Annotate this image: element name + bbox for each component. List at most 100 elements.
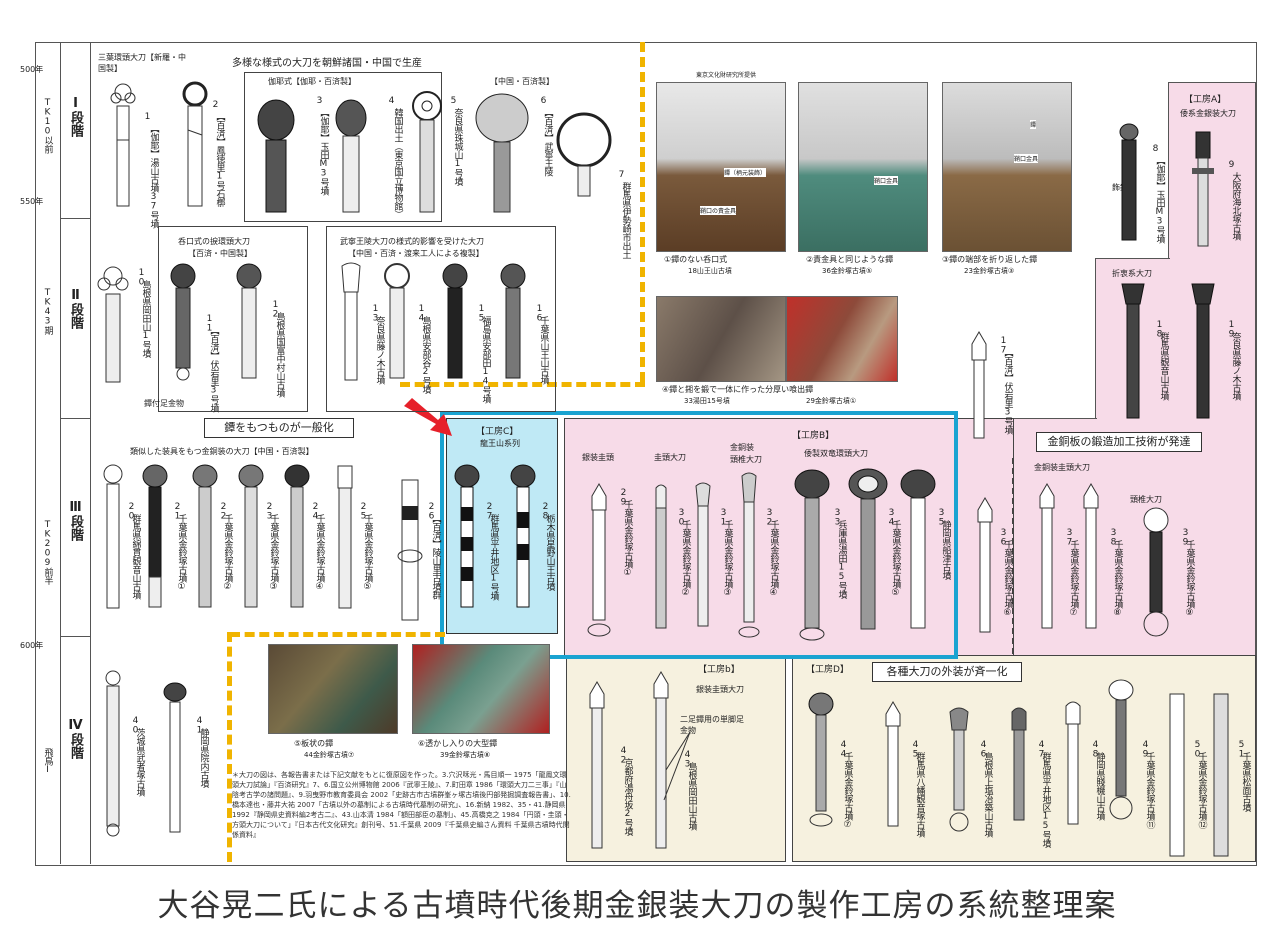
item-4-text: 韓国出土（東京国立博物館） [392,108,403,219]
item-28-num: 28 [540,502,551,521]
item-18-text: 群馬県観音山古墳 [1158,332,1169,400]
item-44-num: 44 [838,740,849,759]
item-32-num: 32 [764,508,775,527]
sword-drawing-28 [510,464,536,608]
item-21-num: 21 [172,502,183,521]
item-22-num: 22 [218,502,229,521]
item-47-text: 群馬県平井地区15号墳 [1040,752,1051,848]
photo-caption-6-sub: 44金鈴塚古墳⑦ [304,751,355,759]
stage-divider-1 [60,218,90,219]
photo-label-3: 鞘口金具 [874,176,899,185]
item-37-text: 千葉県金鈴塚古墳⑦ [1068,540,1079,618]
item-20-text: 群馬県綿貫観音山古墳 [130,514,141,599]
workshop-c-sub: 龍王山系列 [480,439,520,448]
item-17-num: 17 [998,336,1009,355]
workshop-d-banner: 各種大刀の外装が斉一化 [872,662,1022,682]
year-600: 600年 [20,641,44,650]
right-label-2: 頭椎大刀 [1130,495,1162,504]
item-15-text: 福島県安部田14号墳 [480,316,491,403]
item-50-num: 50 [1192,740,1203,759]
sword-drawing-19 [1191,283,1215,419]
item-5-num: 5 [448,96,459,106]
stage2-box2-sub: 【中国・百済・渡来工人による複製】 [348,249,484,258]
item-13-num: 13 [370,304,381,323]
item-41-num: 41 [194,716,205,735]
red-arrow-icon [404,398,452,436]
stage-4-label: Ⅳ段階 [68,718,83,759]
stage1-sub2: 伽耶式【伽耶・百済製】 [268,77,356,86]
workshop-b-title: 【工房B】 [792,431,835,441]
sword-drawing-35 [900,469,936,629]
sword-drawing-22 [192,464,218,608]
bunei-box [326,226,556,412]
sword-drawing-18 [1121,283,1145,419]
kazari-tsuba-label: 飾鐔 [1112,183,1128,192]
item-10-num: 10 [136,268,147,287]
item-27-text: 群馬県平井地区1号墳 [488,514,499,600]
sword-drawing-16 [500,263,526,379]
year-550: 550年 [20,197,44,206]
item-42-text: 京都府湯舟坂2号墳 [622,758,633,836]
item-35-text: 静岡県船津古墳 [940,520,951,580]
stage-1-label: Ⅰ段階 [68,96,83,137]
item-46-num: 46 [978,740,989,759]
item-12-text: 島根県国富中村山古墳 [274,312,285,397]
sword-drawing-8 [1119,123,1139,241]
item-25-num: 25 [358,502,369,521]
timeline-axis [60,42,61,864]
item-18-num: 18 [1154,320,1165,339]
sword-drawing-24 [284,464,310,608]
item-49-num: 49 [1140,740,1151,759]
stage3-heading: 類似した装具をもつ金銅装の大刀【中国・百済製】 [130,447,314,456]
workshop-b-small-note: 二足鐔用の単脚足金物 [680,715,744,735]
photo-4 [656,296,786,382]
sword-drawing-15 [442,263,468,379]
item-31-num: 31 [718,508,729,527]
item-3-text: 【伽耶】玉田M3号墳 [318,108,329,195]
sword-drawing-4 [335,99,367,213]
item-14-text: 島根県安部谷2号墳 [420,316,431,394]
sword-drawing-41 [163,682,187,833]
item-33-text: 兵庫県湯田15号墳 [836,520,847,599]
item-36-num: 36 [998,528,1009,547]
item-33-num: 33 [832,508,843,527]
sword-drawing-23 [238,464,264,608]
photo-caption-7: ⑥透かし入りの大型鐔 [418,739,498,748]
item-19-text: 奈良県藤ノ木古墳 [1230,332,1241,400]
item-29-text: 千葉県金鈴塚古墳① [622,500,633,578]
item-45-text: 群馬県八幡観音塚古墳 [914,752,925,837]
item-11-num: 11 [204,314,215,333]
item-51-num: 51 [1236,740,1247,759]
item-22-text: 千葉県金鈴塚古墳② [222,514,233,592]
sword-drawing-47 [1011,707,1027,821]
sword-drawing-12 [236,263,262,379]
sword-drawing-36 [977,497,993,633]
sword-drawing-6 [475,93,529,213]
figure-frame [35,42,1257,866]
yellow-dash-horizontal-mid [400,382,645,387]
sword-drawing-38 [1083,483,1099,629]
sword-drawing-44 [808,692,834,827]
workshop-c-title: 【工房C】 [476,427,519,437]
item-45-num: 45 [910,740,921,759]
yellow-dash-vertical-top [640,42,645,382]
photo-caption-6: ⑤板状の鐔 [294,739,334,748]
sword-drawing-33 [794,469,830,641]
item-5-text: 奈良県珠城山1号墳 [452,108,463,186]
photo-caption-5-sub: 29金鈴塚古墳① [806,397,857,405]
generalize-banner: 鐔をもつものが一般化 [204,418,354,438]
item-44-text: 千葉県金鈴塚古墳⑦ [842,752,853,830]
stage-divider-2 [60,418,90,419]
forging-banner: 金銅板の鍛造加工技術が発達 [1036,432,1202,452]
stage-2-label: Ⅱ段階 [68,288,83,329]
sword-drawing-29 [587,483,611,637]
item-23-text: 千葉県金鈴塚古墳③ [268,514,279,592]
item-39-num: 39 [1180,528,1191,547]
item-46-text: 島根県上塩冶築山古墳 [982,752,993,837]
photo-label-2: 鞘口の責金具 [700,206,737,215]
item-7-text: 群馬県伊勢崎市出土 [620,182,631,259]
photo-credit: 東京文化財研究所提供 [696,72,757,79]
workshop-b-panel [564,418,1014,656]
stage2-box2-title: 武寧王陵大刀の様式的影響を受けた大刀 [340,237,484,246]
photo-caption-3: ③鐔の端部を折り返した鐔 [942,255,1038,264]
